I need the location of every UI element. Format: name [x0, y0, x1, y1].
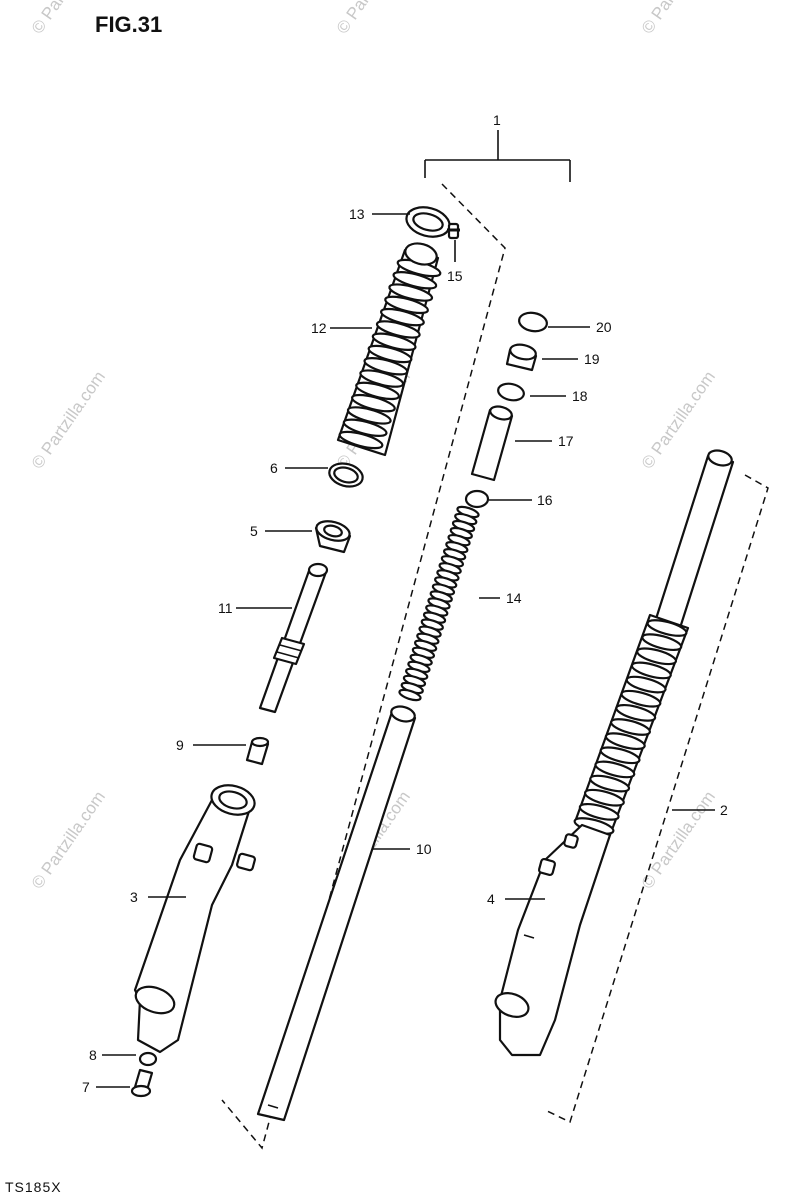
part-7-bolt [130, 1068, 154, 1098]
watermark: © Partzilla.com [638, 0, 719, 37]
callout-9: 9 [176, 737, 184, 753]
callout-17: 17 [558, 433, 574, 449]
callout-13: 13 [349, 206, 365, 222]
leader-lines [96, 213, 715, 1088]
part-12-fork-boot [336, 242, 442, 457]
callout-8: 8 [89, 1047, 97, 1063]
callout-16: 16 [537, 492, 553, 508]
part-9-piece [245, 736, 270, 766]
watermark: © Partzilla.com [28, 788, 109, 893]
callout-11: 11 [218, 600, 233, 616]
part-3-left-outer-tube [133, 784, 256, 1054]
watermark: © Partzilla.com [28, 368, 109, 473]
callout-20: 20 [596, 319, 612, 335]
part-6-o-ring [328, 462, 364, 488]
part-15-screw [447, 222, 460, 240]
assembly-outline-right [544, 474, 769, 1124]
group-bracket: 1 [424, 112, 571, 182]
part-14-fork-spring [398, 505, 480, 702]
watermark: © Partzilla.com [638, 788, 719, 893]
part-19-cap-bolt [505, 343, 538, 372]
callout-19: 19 [584, 351, 600, 367]
part-5-oil-seal [314, 520, 352, 554]
part-18-o-ring [497, 382, 525, 402]
part-2-right-fork-assembly [494, 449, 735, 1057]
callout-10: 10 [416, 841, 432, 857]
part-17-spacer [470, 405, 514, 482]
watermark: © Partzilla.com [333, 0, 414, 37]
callout-6: 6 [270, 460, 278, 476]
callout-numbers: 13 15 12 6 5 11 9 3 8 7 10 14 16 17 18 1… [82, 206, 728, 1095]
part-10-inner-tube [256, 705, 417, 1122]
part-20-cap [518, 311, 548, 333]
callout-15: 15 [447, 268, 463, 284]
callout-2: 2 [720, 802, 728, 818]
callout-4: 4 [487, 891, 495, 907]
callout-5: 5 [250, 523, 258, 539]
assembly-outline-left [221, 183, 506, 1150]
part-11-damper-rod [258, 562, 329, 714]
callout-18: 18 [572, 388, 588, 404]
part-8-washer [138, 1051, 158, 1067]
callout-3: 3 [130, 889, 138, 905]
callout-12: 12 [311, 320, 327, 336]
part-13-clamp [405, 206, 451, 238]
model-code: TS185X [5, 1179, 62, 1195]
callout-7: 7 [82, 1079, 90, 1095]
callout-14: 14 [506, 590, 522, 606]
figure-title: FIG.31 [95, 12, 162, 37]
part-16-spring-seat [464, 489, 490, 509]
callout-1: 1 [493, 112, 501, 128]
